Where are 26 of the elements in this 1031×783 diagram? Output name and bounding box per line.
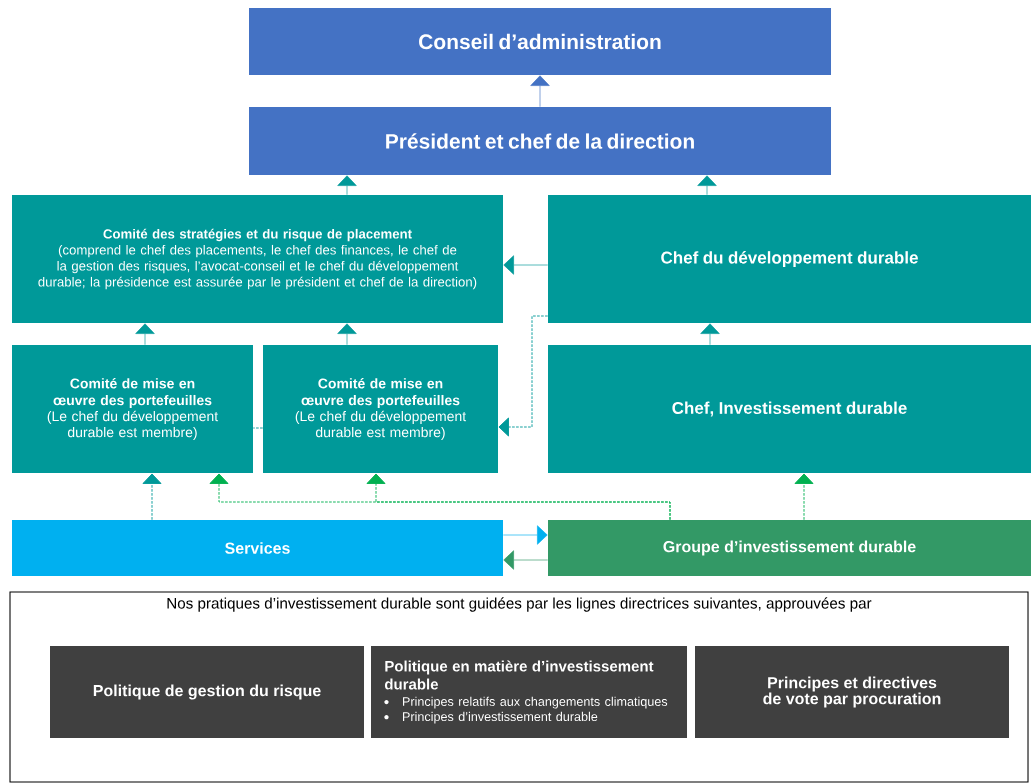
arrow [503, 255, 549, 275]
org-box: Chef du développement durable [548, 195, 1031, 323]
org-box: Politique de gestion du risque [50, 646, 364, 738]
org-box: Conseil d’administration [249, 8, 831, 75]
arrow [530, 75, 550, 108]
arrow [135, 323, 155, 346]
org-box: Principes et directives de vote par procuration [695, 646, 1009, 738]
org-box: Chef, Investissement durable [548, 345, 1031, 473]
committee-box: Comité des stratégies et du risque de placement (comprend le chef des placements, le chef des finances, le chef de la gestion des risques, l’avocat-conseil et le chef du développement durable; la présidence est assurée par le président et chef de la direction) [12, 195, 503, 323]
connector-arrow [794, 473, 814, 521]
connector-arrow [366, 473, 671, 521]
connector-line [252, 427, 264, 429]
arrow [502, 525, 548, 545]
arrow [337, 175, 357, 196]
arrow [503, 550, 549, 570]
policy-box: Politique en matière d’investissement durable Principes relatifs aux changements climatiques Principes d’investissement durable [371, 646, 687, 738]
committee-box: Comité de mise en œuvre des portefeuilles (Le chef du développement durable est membre) [263, 345, 498, 473]
committee-box: Comité de mise en œuvre des portefeuilles (Le chef du développement durable est membre) [12, 345, 253, 473]
arrow [700, 323, 720, 346]
org-box: Services [12, 520, 503, 576]
org-box: Groupe d’investissement durable [548, 520, 1031, 576]
connector-arrow [498, 315, 549, 437]
org-box: Président et chef de la direction [249, 107, 831, 175]
connector-arrow [142, 473, 162, 521]
arrow [697, 175, 717, 196]
arrow [337, 323, 357, 346]
